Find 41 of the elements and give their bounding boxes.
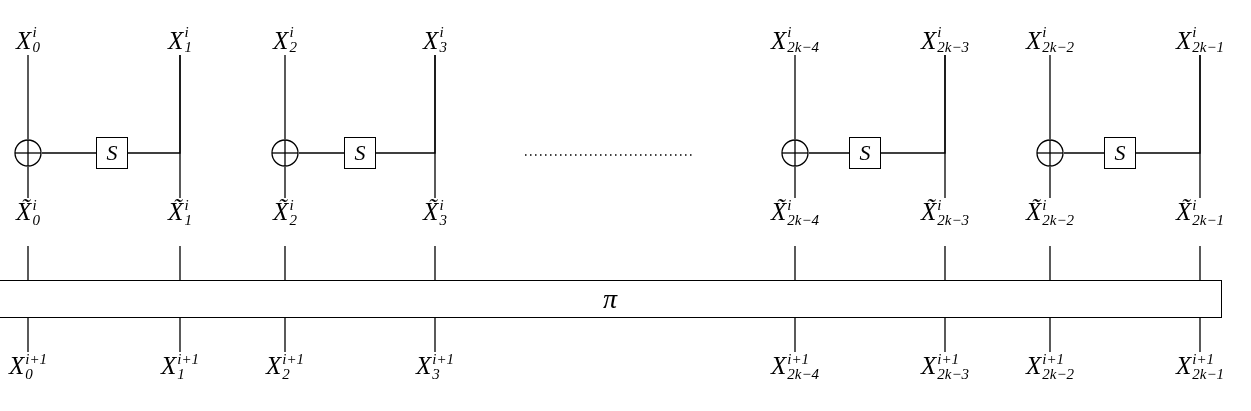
sbox-block: S <box>1104 137 1136 169</box>
xor-symbol <box>271 139 299 167</box>
wire <box>1199 245 1201 281</box>
sbox-block: S <box>344 137 376 169</box>
wire <box>1049 245 1051 281</box>
wire <box>127 54 181 154</box>
xor-symbol <box>781 139 809 167</box>
wire <box>1063 152 1105 154</box>
xor-symbol <box>14 139 42 167</box>
wire <box>1049 54 1051 140</box>
sbox-block: S <box>849 137 881 169</box>
wire <box>794 317 796 353</box>
wire <box>944 245 946 281</box>
wire <box>808 152 850 154</box>
xor-symbol <box>1036 139 1064 167</box>
wire <box>1199 317 1201 353</box>
wire <box>41 152 97 154</box>
wire <box>298 152 345 154</box>
wire <box>1135 54 1201 154</box>
wire <box>1049 317 1051 353</box>
wire <box>794 245 796 281</box>
wire <box>284 166 286 199</box>
wire <box>794 54 796 140</box>
wire <box>434 245 436 281</box>
wire <box>27 54 29 140</box>
wire <box>27 166 29 199</box>
wire <box>1049 166 1051 199</box>
wire <box>375 54 436 154</box>
sbox-block: S <box>96 137 128 169</box>
wire <box>944 317 946 353</box>
wire <box>27 317 29 353</box>
wire <box>794 166 796 199</box>
wire <box>284 317 286 353</box>
wire <box>284 54 286 140</box>
permutation-band: π <box>0 280 1222 318</box>
wire <box>284 245 286 281</box>
wire <box>179 245 181 281</box>
wire <box>179 317 181 353</box>
wire <box>434 317 436 353</box>
wire <box>27 245 29 281</box>
wire <box>880 54 946 154</box>
